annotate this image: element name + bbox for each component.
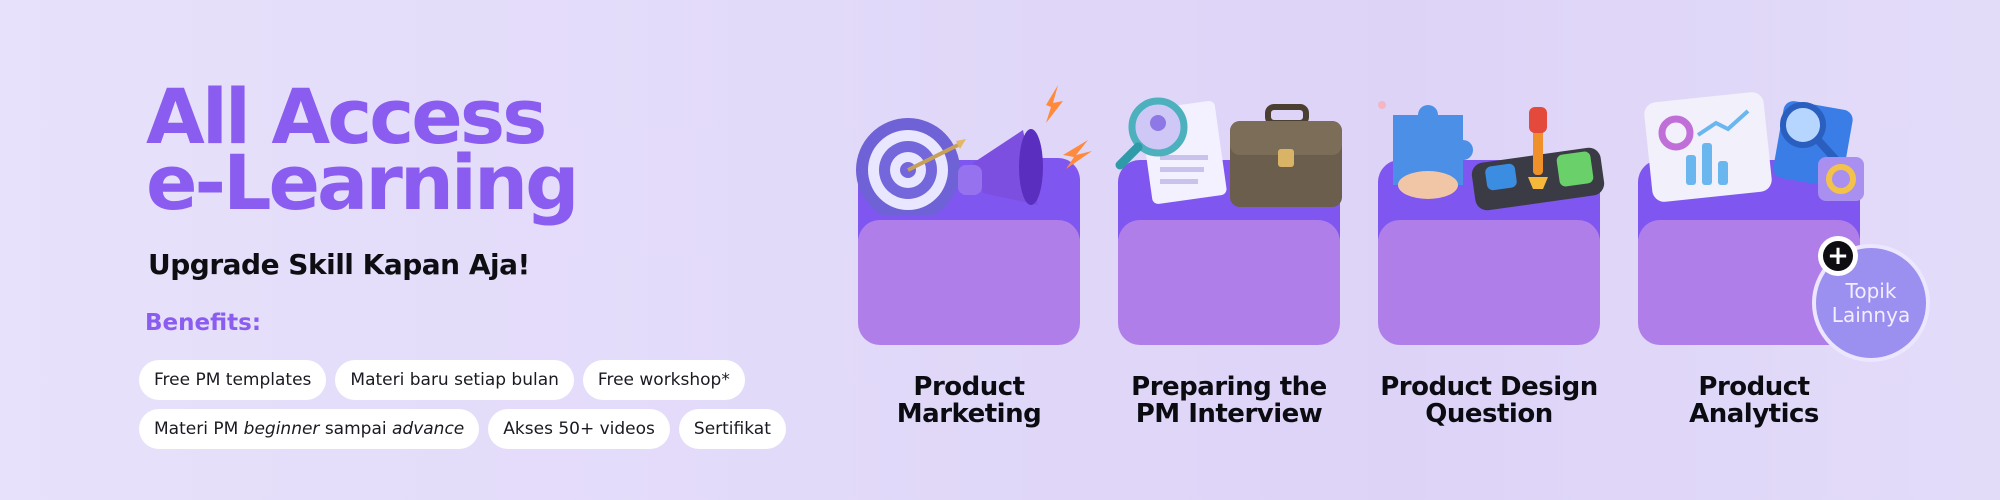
topic-label-line: Product (913, 372, 1025, 402)
analytics-dashboard-icon (1644, 92, 1864, 202)
benefits-heading: Benefits: (145, 310, 262, 336)
benefit-pill: Materi baru setiap bulan (335, 360, 574, 400)
plus-icon: + (1818, 236, 1858, 276)
topic-label-product-analytics: Product Analytics (1624, 374, 1884, 428)
benefit-text: sampai (319, 419, 392, 439)
benefit-pill: Sertifikat (678, 409, 786, 449)
target-megaphone-icon (856, 85, 1092, 215)
puzzle-icon (1378, 101, 1473, 199)
magnifier-briefcase-icon (1115, 97, 1342, 207)
benefit-text-em: beginner (243, 419, 320, 439)
headline-line-2: e-Learning (146, 138, 579, 227)
dashboard-icon (1644, 92, 1772, 202)
more-topics-line: Lainnya (1831, 303, 1911, 327)
benefits-row-2: Materi PM beginner sampai advance Akses … (139, 409, 786, 449)
headline-line-1: All Access (146, 72, 547, 161)
megaphone-icon (958, 85, 1092, 205)
folder-front (1378, 220, 1600, 345)
topic-label-line: Preparing the (1131, 372, 1327, 402)
topic-label-line: Question (1425, 399, 1553, 429)
benefit-pill: Free PM templates (139, 360, 327, 400)
folder-front (1118, 220, 1340, 345)
benefit-pill: Free workshop* (582, 360, 745, 400)
benefit-text: Materi PM (154, 419, 244, 439)
topic-label-line: PM Interview (1135, 399, 1323, 429)
topic-folder-product-marketing[interactable] (856, 85, 1092, 345)
topic-folder-pm-interview[interactable] (1115, 97, 1342, 345)
banner-headline: All Access e-Learning (146, 72, 579, 227)
benefits-row-1: Free PM templates Materi baru setiap bul… (139, 360, 745, 400)
chart-icon (1773, 101, 1864, 201)
topic-label-line: Product Design (1380, 372, 1598, 402)
topic-label-line: Marketing (896, 399, 1042, 429)
benefit-pill: Akses 50+ videos (488, 409, 670, 449)
document-magnifier-icon (1115, 97, 1227, 204)
benefit-text-em: advance (392, 419, 465, 439)
folder-front (858, 220, 1080, 345)
topic-label-pm-interview: Preparing the PM Interview (1099, 374, 1359, 428)
topic-label-line: Product (1698, 372, 1810, 402)
topic-label-product-marketing: Product Marketing (839, 374, 1099, 428)
puzzle-toolkit-icon (1378, 101, 1605, 211)
target-icon (856, 118, 966, 215)
plus-glyph: + (1823, 241, 1853, 271)
benefit-pill: Materi PM beginner sampai advance (139, 409, 480, 449)
more-topics-line: Topik (1845, 279, 1897, 303)
banner-subtitle: Upgrade Skill Kapan Aja! (148, 248, 530, 281)
topic-label-line: Analytics (1689, 399, 1819, 429)
toolkit-icon (1471, 107, 1605, 211)
topic-label-product-design: Product Design Question (1359, 374, 1619, 428)
topic-folder-product-design[interactable] (1378, 101, 1605, 345)
briefcase-icon (1230, 104, 1342, 207)
